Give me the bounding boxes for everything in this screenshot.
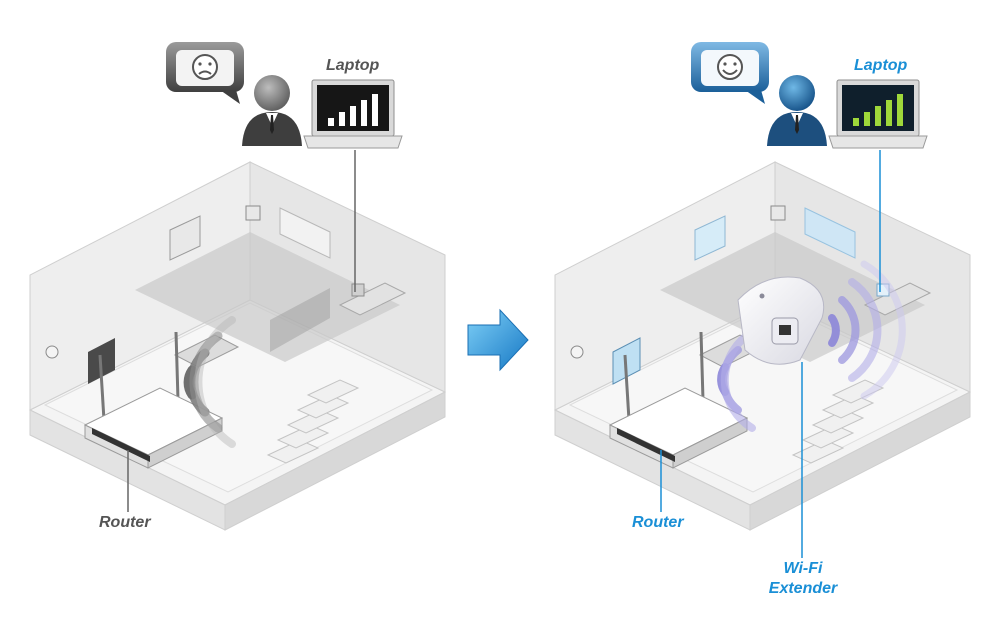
- signal-bar: [853, 118, 859, 126]
- signal-bar: [350, 106, 356, 126]
- extender-label-line2: Extender: [768, 580, 838, 597]
- router-label-after: Router: [632, 514, 684, 531]
- laptop-label-before: Laptop: [326, 57, 380, 74]
- signal-bar: [361, 100, 367, 126]
- signal-bars-icon: [853, 94, 903, 126]
- extender-label: Wi-Fi Extender: [758, 559, 848, 599]
- speech-bubble-before: [166, 42, 244, 104]
- house-before: [28, 161, 447, 531]
- router-after: [608, 331, 749, 469]
- happy-face-icon: [717, 54, 743, 80]
- laptop-after: [828, 79, 928, 149]
- signal-bar: [864, 112, 870, 126]
- laptop-label-after: Laptop: [854, 57, 908, 74]
- signal-bar: [886, 100, 892, 126]
- person-avatar-after: [767, 75, 827, 146]
- signal-bar: [339, 112, 345, 126]
- wifi-waves-before: [183, 316, 236, 448]
- router-label-before: Router: [99, 514, 151, 531]
- sad-face-icon: [192, 54, 218, 80]
- wifi-waves-extender-after: [828, 260, 906, 400]
- right-arrow-icon: [467, 308, 529, 372]
- speech-bubble-after: [691, 42, 769, 104]
- laptop-before: [303, 79, 403, 149]
- router-before: [83, 331, 224, 469]
- before-scene: [28, 42, 447, 531]
- wifi-waves-router-after: [717, 328, 756, 432]
- signal-bars-icon: [328, 94, 378, 126]
- signal-bar: [372, 94, 378, 126]
- signal-bar: [328, 118, 334, 126]
- signal-bar: [875, 106, 881, 126]
- person-avatar-before: [242, 75, 302, 146]
- signal-bar: [897, 94, 903, 126]
- after-scene: [553, 42, 972, 558]
- wifi-extender-device: [737, 276, 825, 365]
- extender-label-line1: Wi-Fi: [783, 560, 823, 577]
